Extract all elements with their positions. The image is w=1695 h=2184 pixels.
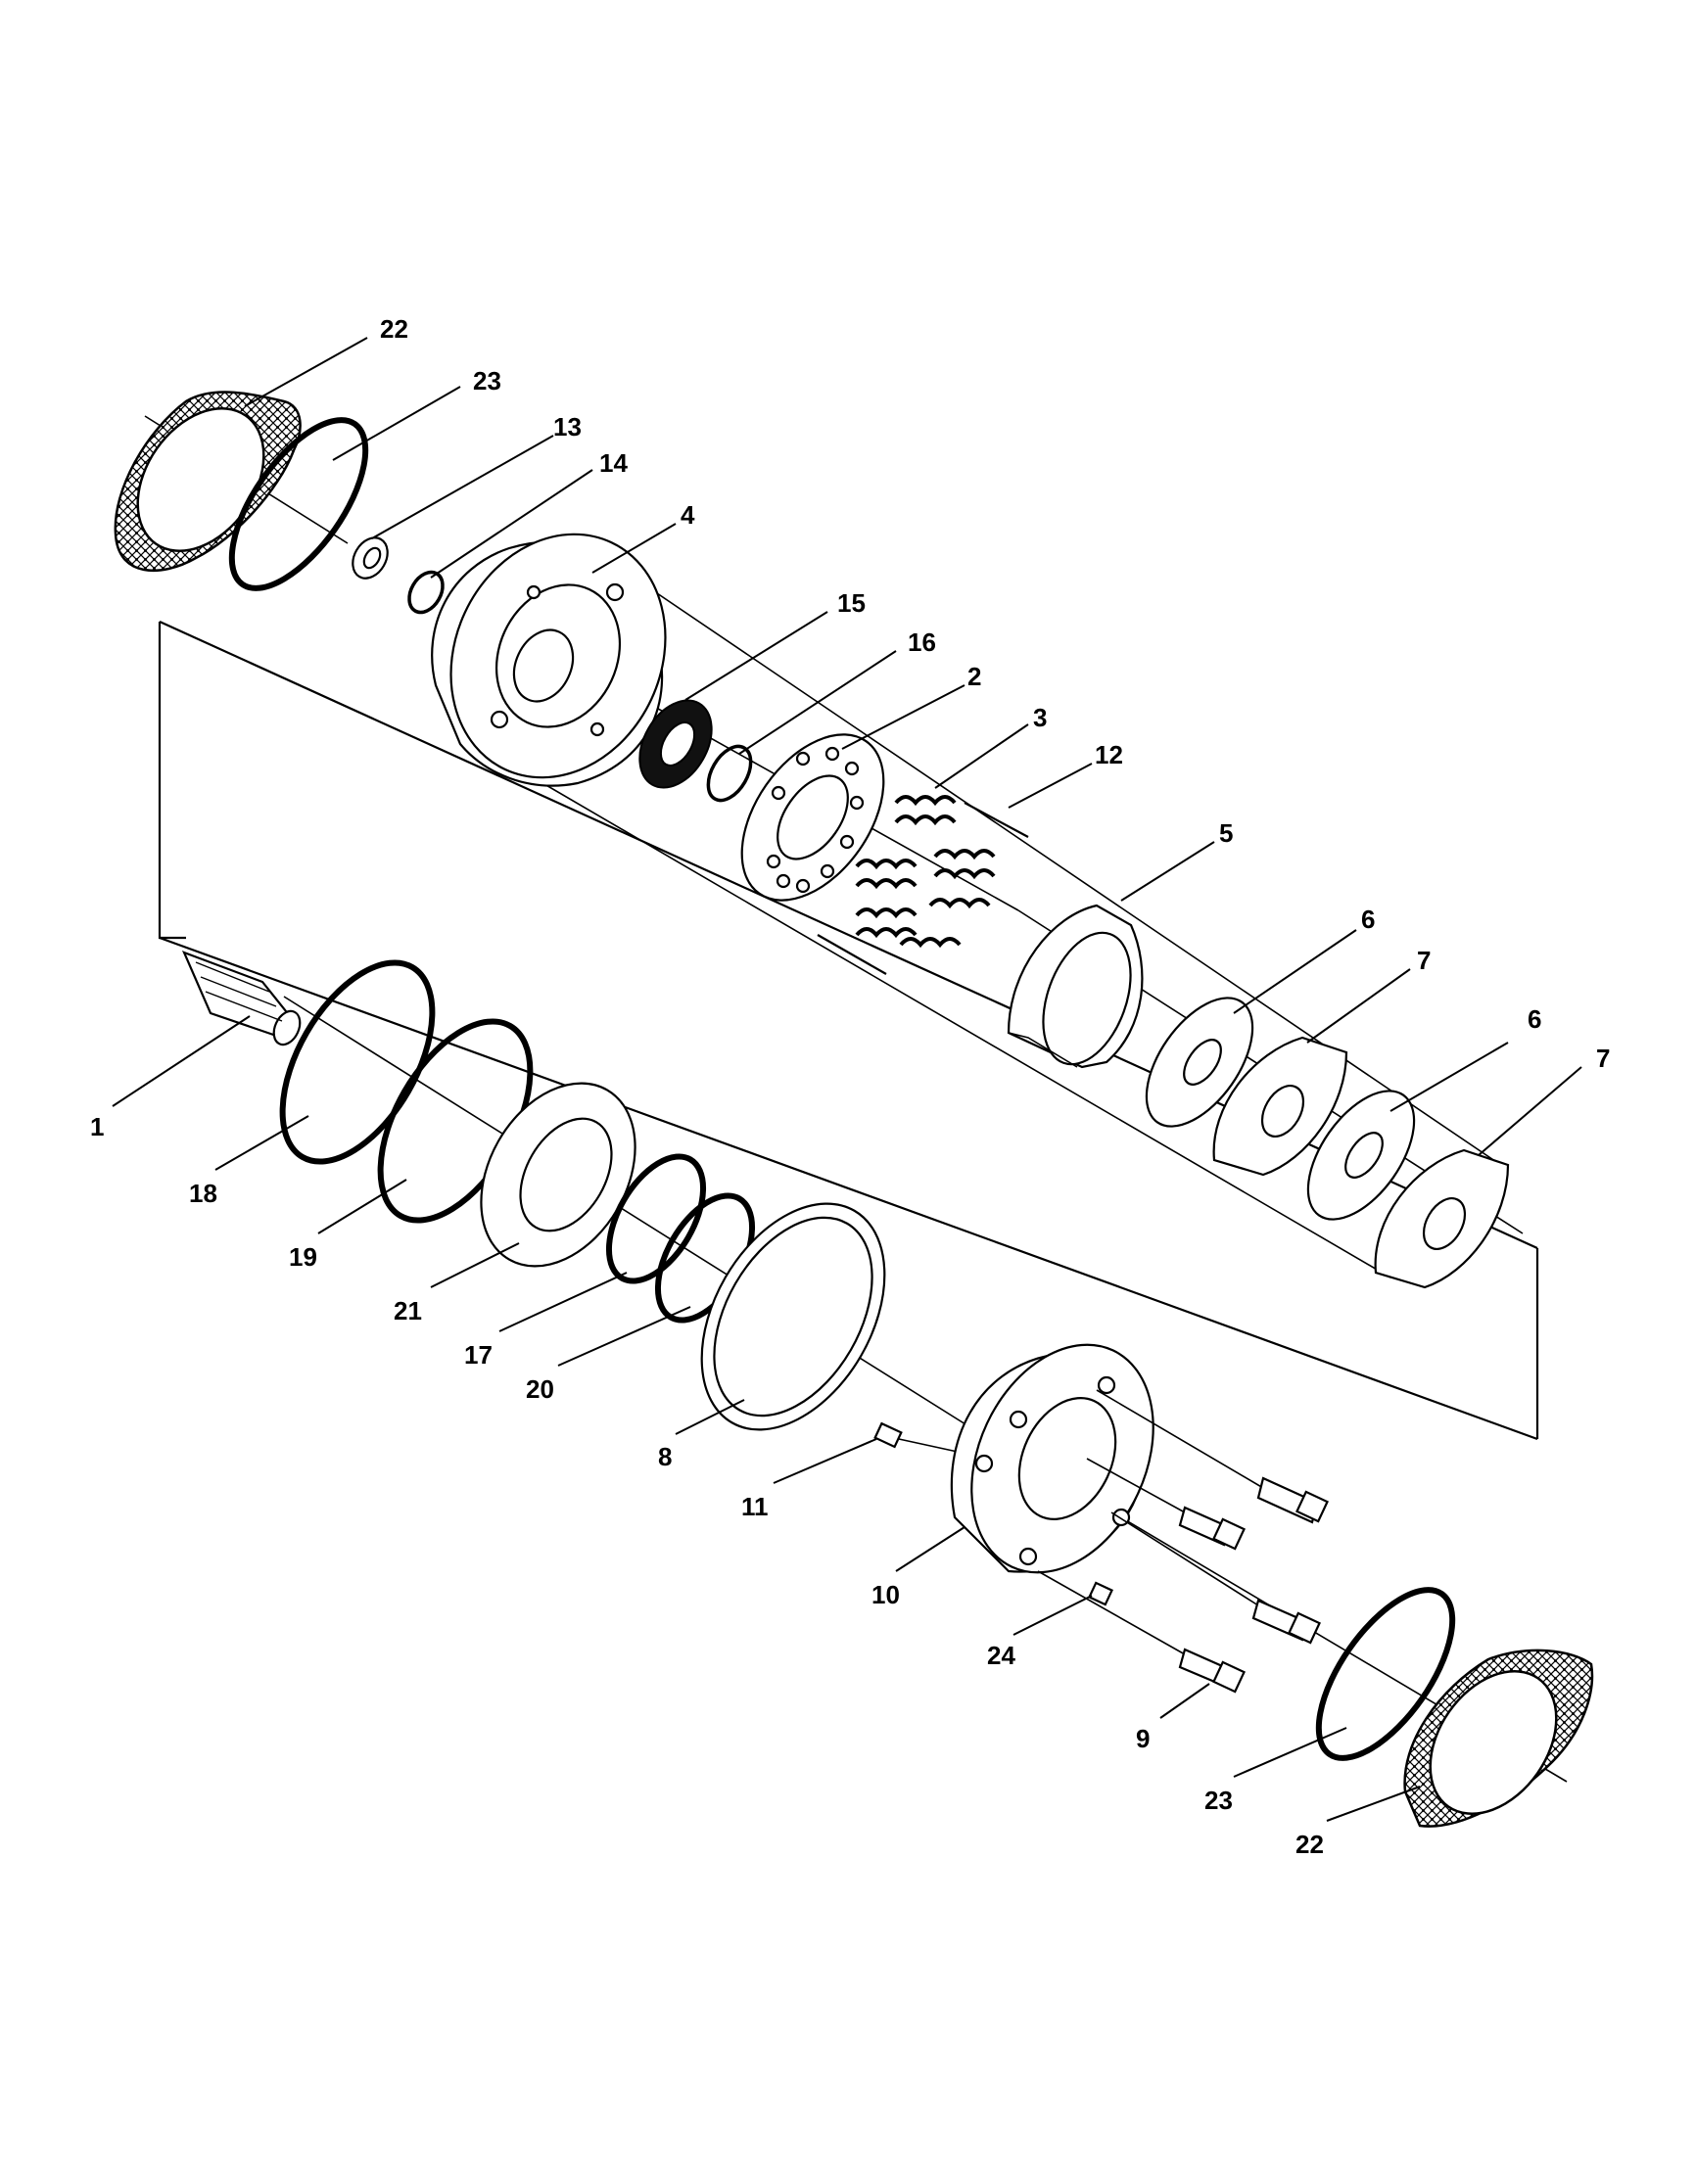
callout-4: 4 [681,500,695,530]
callout-9: 9 [1136,1724,1150,1753]
callout-21: 21 [394,1296,422,1325]
part-3-springs [855,795,996,949]
callout-13: 13 [553,412,582,441]
callout-19: 19 [289,1242,317,1272]
callout-16: 16 [908,627,936,657]
part-18-oring [279,959,436,1165]
part-6-friction-disc-a [1145,997,1254,1128]
callout-10: 10 [871,1580,900,1609]
callout-22-top: 22 [380,314,408,344]
callout-15: 15 [837,588,866,618]
part-16-snap-ring [706,744,753,803]
assembly-axis-lines [144,415,1568,1783]
part-23-oring-bottom [1315,1587,1456,1761]
part-13-washer [352,536,389,580]
part-17-oring [605,1153,707,1284]
callout-6-a: 6 [1361,905,1375,934]
part-9-bolts [1037,1389,1329,1694]
callout-23-bottom: 23 [1204,1786,1233,1815]
part-21-seal [480,1082,636,1268]
callout-18: 18 [189,1179,217,1208]
callout-5: 5 [1219,818,1233,848]
part-12-pins [817,802,1029,975]
part-5-piston [1007,904,1144,1069]
part-23-oring-top [228,417,369,591]
part-2-spring-plate [740,733,885,902]
callout-3: 3 [1033,703,1047,732]
callout-22-bottom: 22 [1295,1830,1324,1859]
callout-2: 2 [967,662,981,691]
part-24-vent [1088,1581,1113,1606]
callout-12: 12 [1095,740,1123,769]
part-4-housing [431,533,667,787]
part-15-bearing [638,699,713,789]
callout-11: 11 [741,1492,769,1521]
part-22-gasket-bottom [1403,1649,1594,1828]
part-1-shaft [181,951,302,1046]
callout-7-a: 7 [1417,946,1431,975]
part-22-gasket-top [114,391,302,573]
callout-23-top: 23 [473,366,501,395]
part-7-separator-plate-b [1374,1148,1510,1289]
callout-7-b: 7 [1596,1044,1610,1073]
callout-8: 8 [658,1442,672,1471]
part-8-gasket [700,1202,886,1431]
part-6-friction-disc-b [1306,1090,1416,1221]
callout-20: 20 [526,1374,554,1404]
callout-24: 24 [987,1641,1015,1670]
callout-14: 14 [599,448,628,478]
part-7-separator-plate-a [1212,1036,1348,1177]
callout-6-b: 6 [1528,1004,1541,1034]
callout-17: 17 [464,1340,493,1370]
callout-1: 1 [90,1112,104,1141]
callout-leader-lines [112,337,1582,1822]
callout-labels: 22 23 13 14 4 15 16 2 3 12 5 6 7 6 7 1 1… [90,314,1610,1859]
part-10-cover [950,1343,1154,1574]
